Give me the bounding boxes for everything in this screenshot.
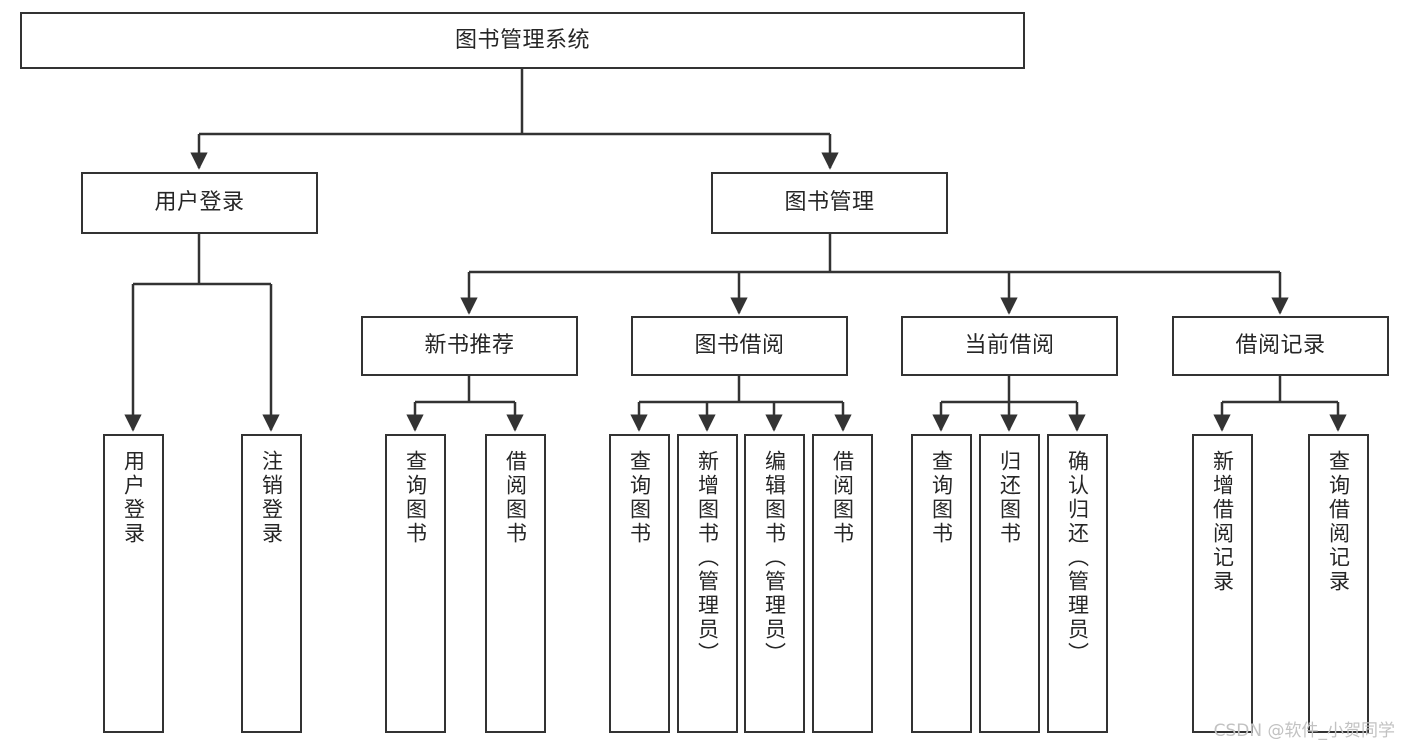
node-leaf-user-login[interactable]: 用户登录 <box>103 434 164 733</box>
node-borrow-record-label: 借阅记录 <box>1235 333 1326 359</box>
node-leaf-query-book-current-label: 查询图书 <box>929 450 954 546</box>
node-leaf-query-book-newbook[interactable]: 查询图书 <box>385 434 446 733</box>
node-book-management[interactable]: 图书管理 <box>711 172 948 234</box>
node-user-login[interactable]: 用户登录 <box>81 172 318 234</box>
node-leaf-user-login-label: 用户登录 <box>121 450 146 546</box>
node-leaf-borrow-book-newbook-label: 借阅图书 <box>503 450 528 546</box>
node-root-system[interactable]: 图书管理系统 <box>20 12 1025 69</box>
node-leaf-add-borrow-record-label: 新增借阅记录 <box>1210 450 1235 594</box>
node-leaf-edit-book-admin[interactable]: 编辑图书（管理员） <box>744 434 805 733</box>
node-leaf-query-borrow-record[interactable]: 查询借阅记录 <box>1308 434 1369 733</box>
node-leaf-confirm-return-admin-label: 确认归还（管理员） <box>1065 450 1090 666</box>
node-user-login-label: 用户登录 <box>154 190 245 216</box>
node-leaf-borrow-book-newbook[interactable]: 借阅图书 <box>485 434 546 733</box>
node-current-borrow-label: 当前借阅 <box>964 333 1055 359</box>
node-leaf-query-book-newbook-label: 查询图书 <box>403 450 428 546</box>
node-leaf-edit-book-admin-label: 编辑图书（管理员） <box>762 450 787 666</box>
node-leaf-return-book-label: 归还图书 <box>997 450 1022 546</box>
node-leaf-add-borrow-record[interactable]: 新增借阅记录 <box>1192 434 1253 733</box>
node-book-borrow[interactable]: 图书借阅 <box>631 316 848 376</box>
node-leaf-query-borrow-record-label: 查询借阅记录 <box>1326 450 1351 594</box>
node-leaf-return-book[interactable]: 归还图书 <box>979 434 1040 733</box>
node-leaf-logout-label: 注销登录 <box>259 450 284 546</box>
node-leaf-query-book-borrow-label: 查询图书 <box>627 450 652 546</box>
node-leaf-confirm-return-admin[interactable]: 确认归还（管理员） <box>1047 434 1108 733</box>
node-leaf-query-book-borrow[interactable]: 查询图书 <box>609 434 670 733</box>
csdn-watermark: CSDN @软件_小贺同学 <box>1213 721 1395 741</box>
node-new-book-recommend[interactable]: 新书推荐 <box>361 316 578 376</box>
node-leaf-logout[interactable]: 注销登录 <box>241 434 302 733</box>
node-leaf-query-book-current[interactable]: 查询图书 <box>911 434 972 733</box>
node-leaf-borrow-book-label: 借阅图书 <box>830 450 855 546</box>
node-leaf-borrow-book[interactable]: 借阅图书 <box>812 434 873 733</box>
node-current-borrow[interactable]: 当前借阅 <box>901 316 1118 376</box>
node-book-management-label: 图书管理 <box>784 190 875 216</box>
node-borrow-record[interactable]: 借阅记录 <box>1172 316 1389 376</box>
node-leaf-add-book-admin[interactable]: 新增图书（管理员） <box>677 434 738 733</box>
node-leaf-add-book-admin-label: 新增图书（管理员） <box>695 450 720 666</box>
node-new-book-recommend-label: 新书推荐 <box>424 333 515 359</box>
node-root-system-label: 图书管理系统 <box>454 27 590 53</box>
node-book-borrow-label: 图书借阅 <box>694 333 785 359</box>
